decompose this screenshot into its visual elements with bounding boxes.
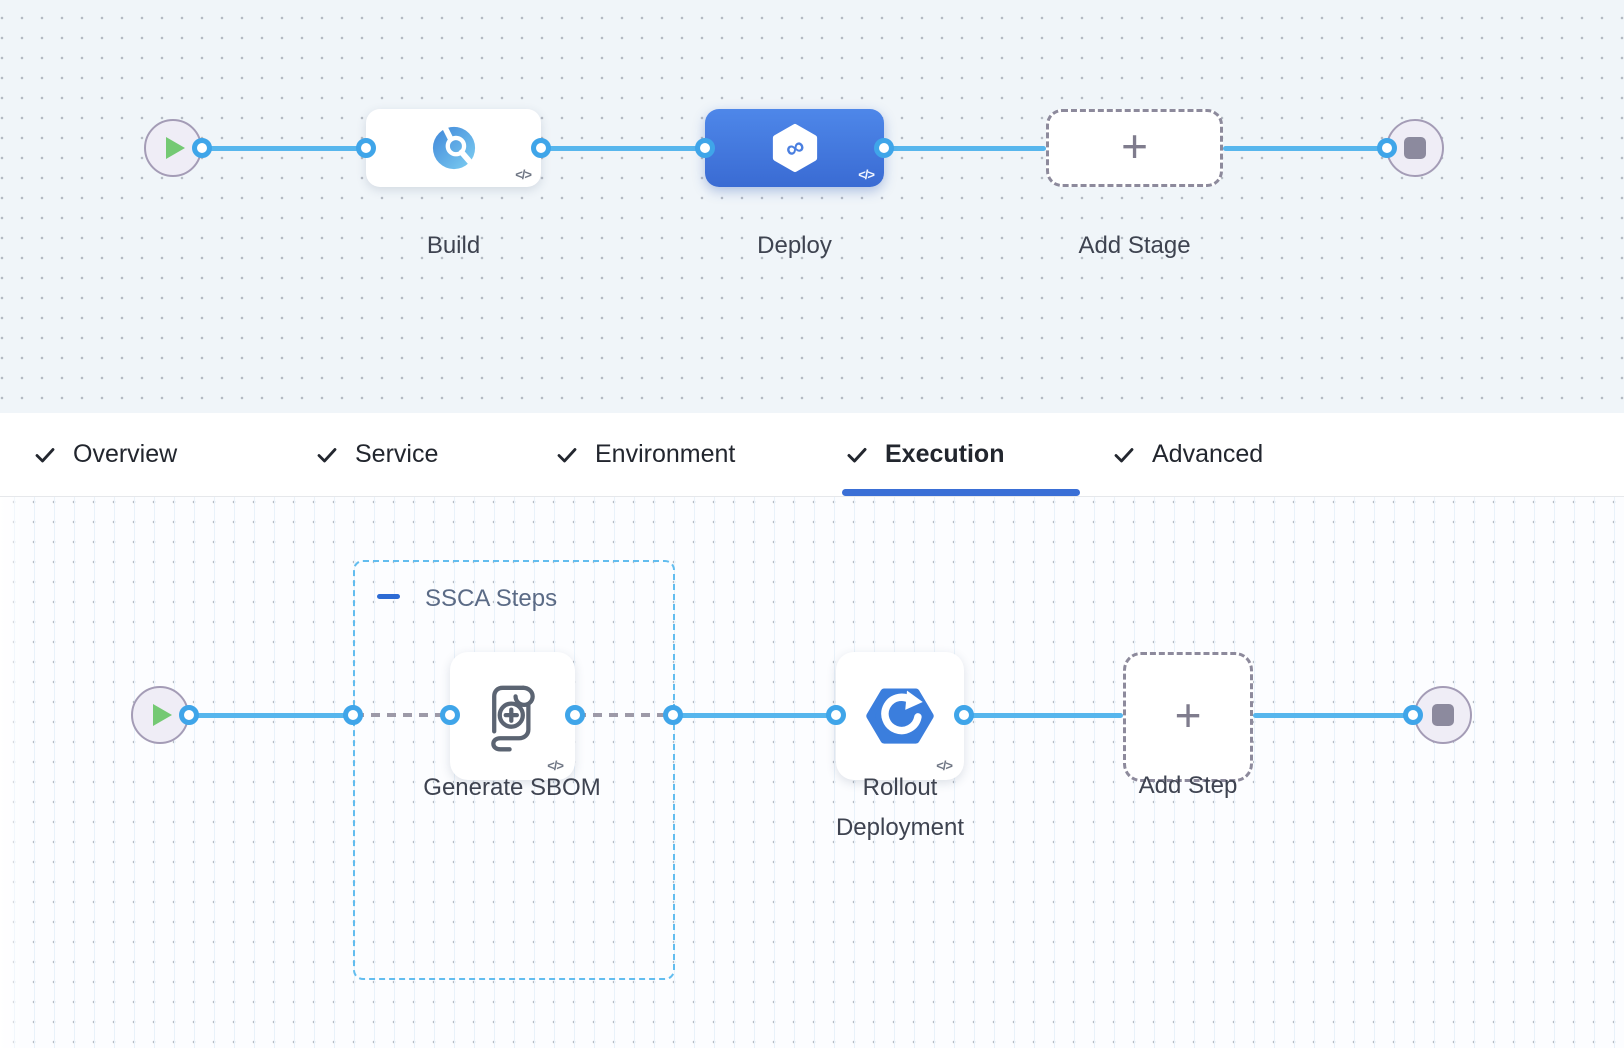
active-tab-indicator <box>842 489 1080 496</box>
execution-canvas[interactable]: SSCA Steps <box>0 497 1624 1048</box>
stop-icon <box>1432 704 1454 726</box>
step-group-ssca[interactable]: SSCA Steps <box>353 560 675 980</box>
tab-overview[interactable]: Overview <box>33 413 177 496</box>
connector <box>1253 713 1413 718</box>
canvas-edge-fade <box>0 497 26 1048</box>
port[interactable] <box>695 138 715 158</box>
stage-label-deploy: Deploy <box>757 232 832 259</box>
ci-build-icon <box>431 125 477 171</box>
cd-deploy-icon: ∞ <box>770 123 820 173</box>
port[interactable] <box>663 705 683 725</box>
step-card-rollout-deployment[interactable]: </> <box>836 652 964 780</box>
tab-label: Execution <box>885 440 1005 468</box>
tab-label: Environment <box>595 440 736 468</box>
check-icon <box>555 443 579 467</box>
yaml-code-badge: </> <box>936 758 953 773</box>
port[interactable] <box>826 705 846 725</box>
play-icon <box>153 704 172 726</box>
play-icon <box>166 137 185 159</box>
port[interactable] <box>343 705 363 725</box>
check-icon <box>33 443 57 467</box>
tab-service[interactable]: Service <box>315 413 438 496</box>
check-icon <box>1112 443 1136 467</box>
step-card-generate-sbom[interactable]: </> <box>450 652 575 780</box>
port[interactable] <box>531 138 551 158</box>
plus-icon: + <box>1174 689 1202 741</box>
execution-start-node <box>131 686 189 744</box>
add-stage-button[interactable]: + <box>1046 109 1223 187</box>
tab-advanced[interactable]: Advanced <box>1112 413 1263 496</box>
yaml-code-badge: </> <box>547 758 564 773</box>
stage-label-build: Build <box>426 232 481 259</box>
pipeline-end-node <box>1386 119 1444 177</box>
port[interactable] <box>356 138 376 158</box>
stage-canvas[interactable]: </> Build ∞ </> Deploy + Add Stage <box>0 0 1624 413</box>
tab-label: Advanced <box>1152 440 1264 468</box>
check-icon <box>315 443 339 467</box>
plus-icon: + <box>1121 120 1148 172</box>
port[interactable] <box>954 705 974 725</box>
tab-label: Service <box>355 440 439 468</box>
tab-execution[interactable]: Execution <box>845 413 1004 496</box>
connector <box>189 713 353 718</box>
execution-end-node <box>1414 686 1472 744</box>
port[interactable] <box>192 138 212 158</box>
rollout-deployment-icon <box>858 674 942 758</box>
connector <box>1223 146 1387 151</box>
collapse-group-icon[interactable] <box>377 594 400 599</box>
add-step-label: Add Step <box>1138 772 1238 799</box>
connector <box>884 146 1046 151</box>
stop-icon <box>1404 137 1426 159</box>
connector <box>541 146 705 151</box>
stage-tabbar: Overview Service Environment Execution A… <box>0 413 1624 497</box>
port[interactable] <box>440 705 460 725</box>
tab-environment[interactable]: Environment <box>555 413 735 496</box>
port[interactable] <box>565 705 585 725</box>
step-label-rollout-deployment: Rollout Deployment <box>835 774 965 841</box>
yaml-code-badge: </> <box>858 167 875 182</box>
step-group-label: SSCA Steps <box>425 585 558 612</box>
port[interactable] <box>1377 138 1397 158</box>
port[interactable] <box>874 138 894 158</box>
dashed-connector <box>577 713 671 717</box>
add-step-button[interactable]: + <box>1123 652 1253 782</box>
stage-card-deploy[interactable]: ∞ </> <box>705 109 884 187</box>
sbom-scroll-icon <box>472 675 554 757</box>
port[interactable] <box>1403 705 1423 725</box>
connector <box>673 713 836 718</box>
connector <box>202 146 366 151</box>
tab-label: Overview <box>73 440 178 468</box>
step-label-generate-sbom: Generate SBOM <box>423 774 601 801</box>
check-icon <box>845 443 869 467</box>
yaml-code-badge: </> <box>515 167 532 182</box>
stage-card-build[interactable]: </> <box>366 109 541 187</box>
add-stage-label: Add Stage <box>1078 232 1191 259</box>
port[interactable] <box>179 705 199 725</box>
dashed-connector <box>355 713 448 717</box>
connector <box>964 713 1123 718</box>
